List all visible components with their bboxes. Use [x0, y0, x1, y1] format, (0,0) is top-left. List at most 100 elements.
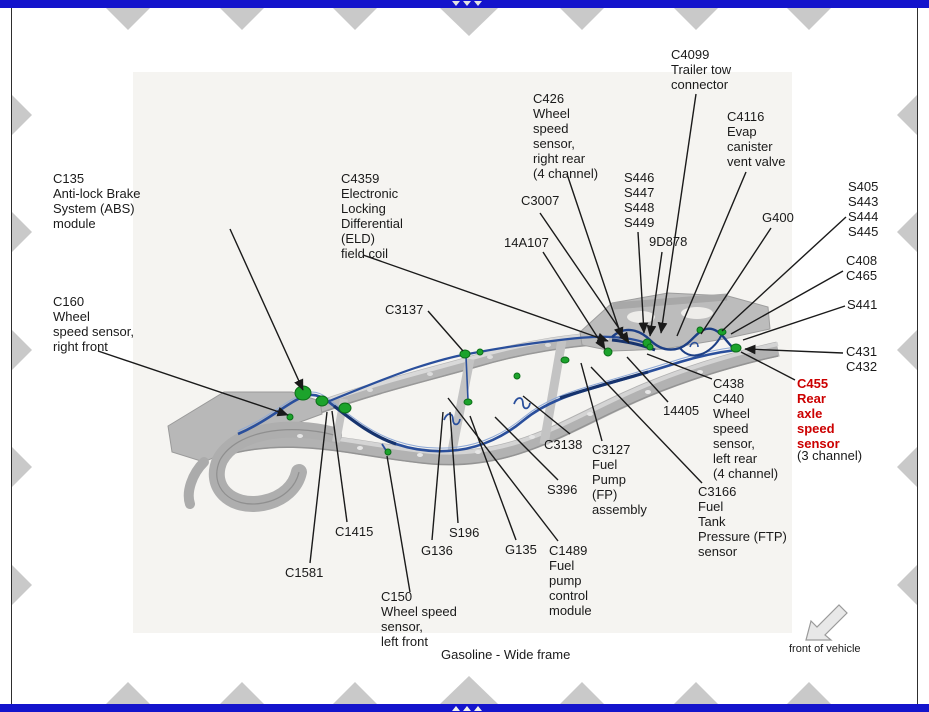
nav-arrow-up-icon[interactable]	[787, 682, 831, 704]
nav-arrow-down-icon[interactable]	[673, 8, 718, 30]
callout-C1581: C1581	[285, 565, 323, 580]
callout-S446-line: S449	[624, 215, 655, 230]
leader-lines	[97, 93, 847, 593]
nav-arrow-up-icon[interactable]	[219, 682, 264, 704]
callout-C438-line: (4 channel)	[713, 466, 779, 481]
nav-arrow-down-icon[interactable]	[560, 8, 604, 30]
callout-C4099-line: Trailer tow	[671, 62, 732, 77]
callout-C4359-line: Electronic	[341, 186, 399, 201]
callout-C150-line: left front	[381, 634, 428, 649]
callout-C4359-line: field coil	[341, 246, 388, 261]
callout-S446-line: S446	[624, 170, 655, 185]
leader-line-14A107	[542, 251, 606, 350]
leader-line-C455	[740, 351, 796, 381]
callout-14A107: 14A107	[504, 235, 549, 250]
callout-C455-line: Rear	[797, 391, 826, 406]
leader-line-G136	[431, 411, 444, 541]
nav-arrow-left-icon[interactable]	[897, 212, 917, 252]
leader-line-C4099	[657, 93, 697, 334]
callout-S446-line: S448	[624, 200, 655, 215]
nav-arrow-down-icon[interactable]	[333, 8, 377, 30]
nav-arrow-left-icon[interactable]	[897, 564, 917, 605]
callout-C455-line: sensor	[797, 436, 840, 451]
callout-C1489-line: Fuel	[549, 558, 575, 573]
leader-line-C4359	[362, 254, 609, 343]
nav-arrow-up-icon[interactable]	[673, 682, 718, 704]
nav-arrow-left-icon[interactable]	[897, 329, 917, 370]
callout-G136-line: G136	[421, 543, 453, 558]
callout-C438-line: sensor,	[713, 436, 755, 451]
nav-arrow-up-icon[interactable]	[333, 682, 377, 704]
leader-line-C4116	[676, 171, 747, 337]
nav-arrow-down-icon[interactable]	[106, 8, 150, 30]
nav-arrow-left-icon[interactable]	[897, 447, 917, 487]
leader-line-C1489	[447, 397, 559, 542]
nav-arrow-up-icon[interactable]	[106, 682, 150, 704]
callout-C135-line: Anti-lock Brake	[53, 186, 141, 201]
callout-C4359-line: Locking	[341, 201, 386, 216]
pan-indicator-dot	[462, 1, 471, 6]
leader-line-S441	[742, 305, 846, 341]
nav-arrow-right-icon[interactable]	[12, 564, 32, 605]
nav-arrow-up-icon[interactable]	[560, 682, 604, 704]
nav-arrow-down-icon[interactable]	[219, 8, 264, 30]
callout-C150-line: C150	[381, 589, 413, 604]
frame-illustration	[167, 292, 780, 512]
nav-arrow-left-icon[interactable]	[897, 94, 917, 135]
page-border-right	[917, 8, 918, 704]
callout-C4359-line: C4359	[341, 171, 380, 186]
leader-line-G400	[700, 227, 772, 335]
nav-arrow-right-icon[interactable]	[12, 94, 32, 135]
nav-arrow-right-icon[interactable]	[12, 447, 32, 487]
callout-C438-line: C440	[713, 391, 745, 406]
callout-C3127-line: assembly	[592, 502, 647, 517]
callout-14405: 14405	[663, 403, 699, 418]
nav-arrow-down-icon[interactable]	[439, 8, 498, 36]
callout-C438-line: C438	[713, 376, 745, 391]
nav-arrow-down-icon[interactable]	[787, 8, 831, 30]
leader-line-C3166	[590, 366, 703, 484]
leader-line-C150	[386, 455, 411, 593]
callout-S405-line: S443	[848, 194, 879, 209]
leader-line-C135	[229, 228, 304, 391]
nav-arrow-right-icon[interactable]	[12, 329, 32, 370]
callout-C4099-line: connector	[671, 77, 729, 92]
callout-C426-line: speed	[533, 121, 569, 136]
callout-C150-line: Wheel speed	[381, 604, 457, 619]
callout-S405-line: S405	[848, 179, 879, 194]
callout-S396-line: S396	[547, 482, 578, 497]
leader-line-S196	[449, 411, 459, 524]
wiring-harness	[237, 327, 739, 453]
leader-line-14405	[626, 356, 669, 403]
callout-C1489-line: control	[549, 588, 589, 603]
pan-indicator-dot	[473, 706, 482, 711]
callout-C3138-line: C3138	[544, 437, 583, 452]
nav-arrow-up-icon[interactable]	[439, 676, 498, 704]
leader-line-C3138	[522, 395, 571, 435]
callout-C3166-line: Fuel	[698, 499, 724, 514]
callout-C1489-line: module	[549, 603, 592, 618]
callout-C3137-line: C3137	[385, 302, 424, 317]
callout-C408-line: C408	[846, 253, 878, 268]
callout-C3166-line: sensor	[698, 544, 738, 559]
callout-C3007-line: C3007	[521, 193, 560, 208]
leader-line-C160	[97, 350, 289, 417]
callout-C4116-line: vent valve	[727, 154, 786, 169]
pan-indicator-dot	[473, 1, 482, 6]
callout-S405-line: S445	[848, 224, 879, 239]
leader-line-C3007	[539, 212, 630, 344]
callout-C150-line: sensor,	[381, 619, 423, 634]
callout-C455-note-line: (3 channel)	[797, 448, 863, 463]
callout-9D878: 9D878	[649, 234, 687, 249]
nav-arrow-right-icon[interactable]	[12, 212, 32, 252]
